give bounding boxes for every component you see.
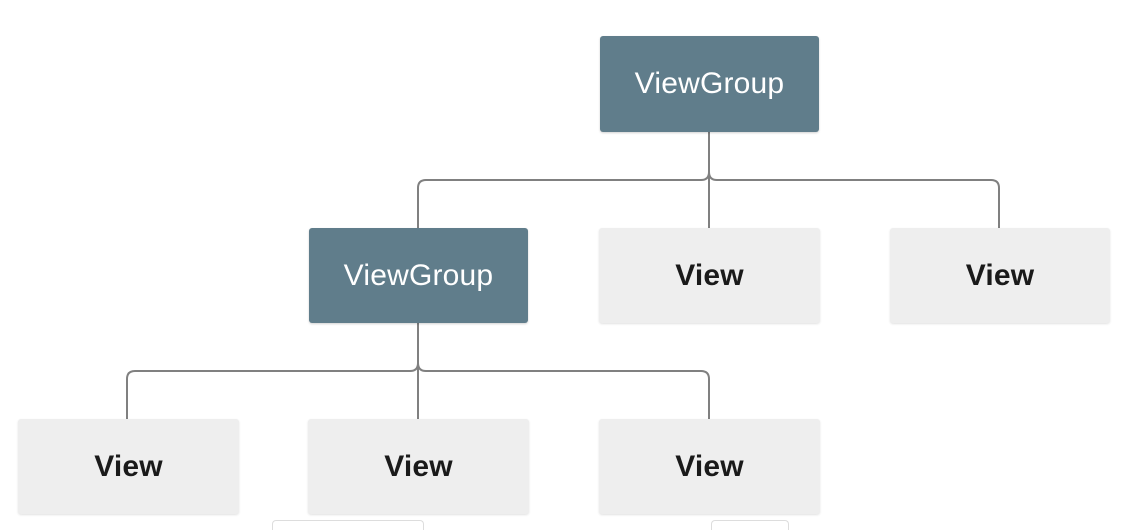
connector-root-to-viewgroup bbox=[417, 132, 710, 228]
view-label: View bbox=[675, 449, 744, 483]
clipped-node-fragment-left bbox=[272, 520, 424, 530]
viewgroup-root-node: ViewGroup bbox=[600, 36, 819, 132]
view-label: View bbox=[965, 258, 1035, 292]
view-node-level2-left: View bbox=[18, 419, 239, 514]
view-label: View bbox=[94, 449, 163, 483]
viewgroup-child-node: ViewGroup bbox=[309, 228, 528, 323]
connector-viewgroup-to-view-right bbox=[417, 362, 710, 419]
viewgroup-root-label: ViewGroup bbox=[634, 67, 785, 100]
view-node-level1-right: View bbox=[890, 228, 1110, 323]
connector-viewgroup-to-view-left bbox=[126, 323, 419, 419]
view-label: View bbox=[384, 449, 453, 483]
view-node-level2-center: View bbox=[308, 419, 529, 514]
view-label: View bbox=[675, 258, 744, 292]
clipped-node-fragment-right bbox=[711, 520, 789, 530]
viewgroup-child-label: ViewGroup bbox=[343, 258, 494, 292]
connector-root-to-view-right bbox=[708, 171, 1000, 228]
view-node-level1-center: View bbox=[599, 228, 820, 323]
view-node-level2-right: View bbox=[599, 419, 820, 514]
